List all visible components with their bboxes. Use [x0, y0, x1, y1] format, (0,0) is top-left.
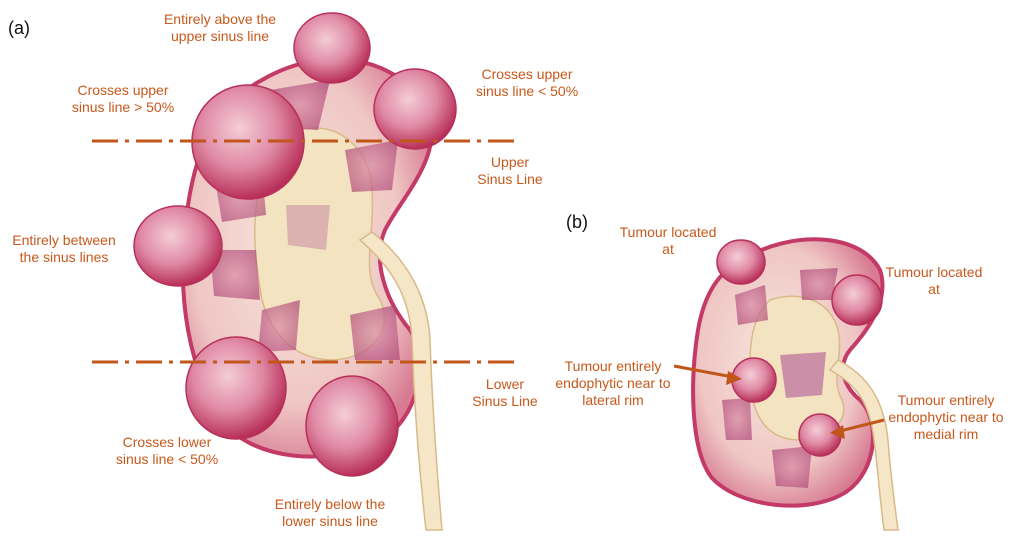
tumour-above-upper [294, 13, 370, 83]
label-located-right: Tumour located at [874, 264, 994, 298]
label-crosses-lower-lt: Crosses lower sinus line < 50% [92, 434, 242, 468]
label-between: Entirely between the sinus lines [0, 232, 128, 266]
tumour-below-lower [306, 376, 398, 476]
panel-label-a: (a) [8, 18, 30, 38]
label-crosses-upper-gt: Crosses upper sinus line > 50% [48, 82, 198, 116]
label-lower-sinus-line: Lower Sinus Line [455, 376, 555, 410]
label-above-upper: Entirely above the upper sinus line [140, 11, 300, 45]
label-located-left: Tumour located at [608, 224, 728, 258]
tumour-between [134, 206, 222, 286]
panel-label-b: (b) [566, 212, 588, 232]
label-crosses-upper-lt: Crosses upper sinus line < 50% [452, 66, 602, 100]
tumour-medial-rim [799, 414, 841, 456]
label-lateral-rim: Tumour entirely endophytic near to later… [548, 358, 678, 409]
tumour-crosses-upper-lt50 [374, 69, 456, 149]
label-upper-sinus-line: Upper Sinus Line [460, 154, 560, 188]
label-below-lower: Entirely below the lower sinus line [252, 496, 408, 530]
label-medial-rim: Tumour entirely endophytic near to media… [882, 392, 1010, 443]
tumour-crosses-lower-lt50 [186, 337, 286, 439]
